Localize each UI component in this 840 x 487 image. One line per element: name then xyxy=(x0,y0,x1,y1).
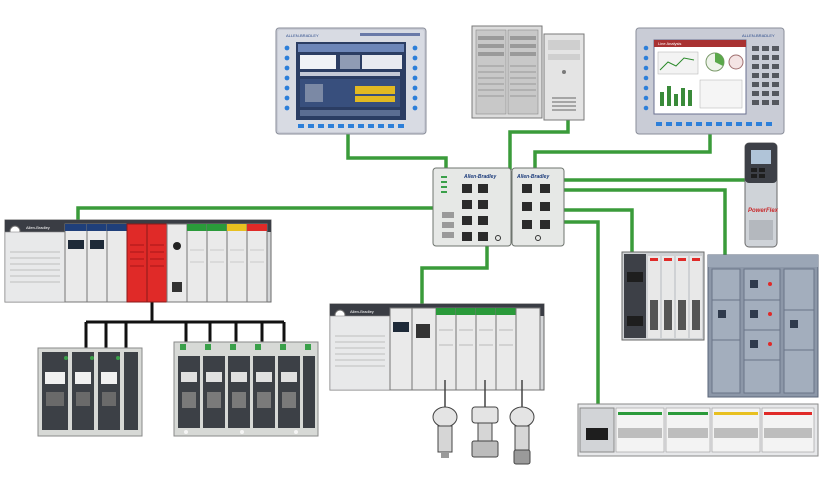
drive-brand: PowerFlex xyxy=(748,208,779,214)
cable-left-controller xyxy=(78,208,435,220)
cable-motor-ctrl xyxy=(562,190,725,258)
servo-drive-group-2 xyxy=(174,342,318,436)
cable-right-hmi xyxy=(535,133,710,170)
servo-drive-group-1 xyxy=(38,348,142,436)
hmi-right-screen-title: Line Analysis xyxy=(658,41,681,46)
switch-right-brand: Allen-Bradley xyxy=(516,174,549,180)
ethernet-switch-left: Allen-Bradley xyxy=(433,168,511,246)
pressure-transmitter-2 xyxy=(510,407,534,464)
controller-rack-center: Allen-Bradley xyxy=(330,304,544,390)
cable-center-controller xyxy=(422,244,487,308)
hmi-terminal-left: ALLEN-BRADLEY xyxy=(276,28,426,134)
hmi-left-bottom-keys xyxy=(298,124,404,128)
cable-server xyxy=(510,120,568,170)
controller-center-brand: Allen-Bradley xyxy=(350,309,374,314)
left-rack-modules xyxy=(65,224,267,302)
point-io-block xyxy=(622,252,704,340)
controller-left-brand: Allen-Bradley xyxy=(26,225,50,230)
server-workstation xyxy=(472,26,584,120)
left-rack-ps xyxy=(5,232,65,302)
distributed-io-rail xyxy=(578,404,818,456)
ethernet-switch-right: Allen-Bradley xyxy=(512,168,564,246)
variable-frequency-drive: PowerFlex xyxy=(745,143,779,247)
controller-rack-left: Allen-Bradley xyxy=(5,220,271,302)
flow-transmitter xyxy=(472,407,498,457)
switch-left-brand: Allen-Bradley xyxy=(463,174,496,180)
hmi-left-brand: ALLEN-BRADLEY xyxy=(286,33,319,38)
hmi-terminal-right: ALLEN-BRADLEY Line Analysis xyxy=(636,28,784,134)
hmi-right-brand: ALLEN-BRADLEY xyxy=(742,33,775,38)
motor-control-center xyxy=(708,255,818,397)
cable-left-hmi xyxy=(348,133,446,170)
pressure-transmitter-1 xyxy=(433,407,457,458)
cable-bottom-io xyxy=(562,222,598,405)
